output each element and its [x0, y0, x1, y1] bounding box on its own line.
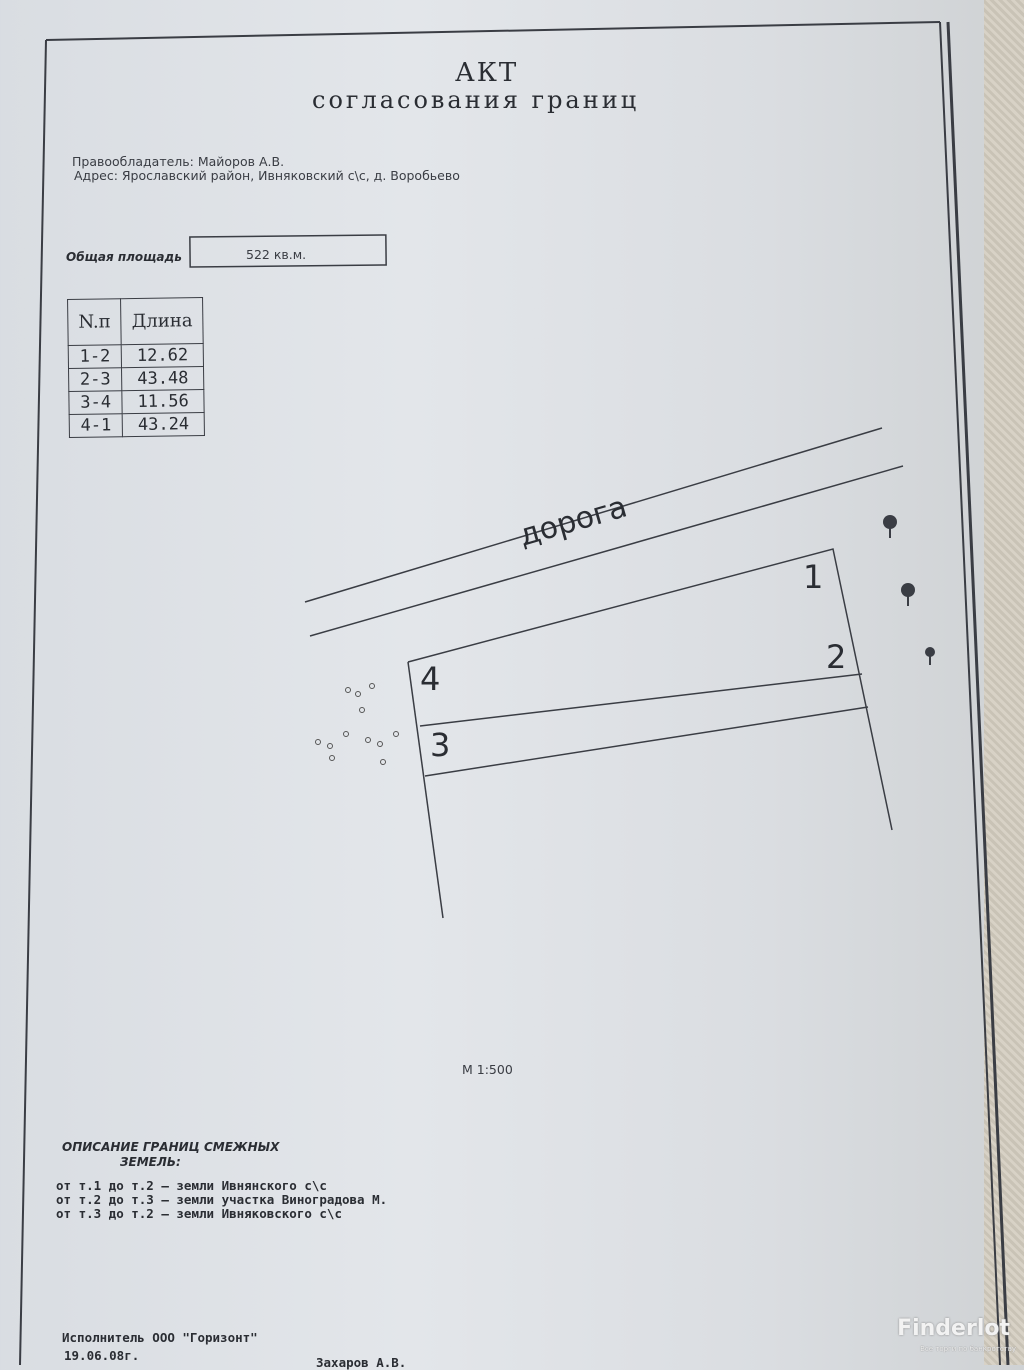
point-4: 4: [420, 660, 441, 698]
owner-line: Правообладатель: Майоров А.В.: [72, 154, 285, 169]
adjacent-line: от т.2 до т.3 – земли участка Виноградов…: [56, 1192, 388, 1207]
shrub-symbols: [315, 683, 399, 765]
frame-right: [939, 21, 1001, 1365]
area-value: 522 кв.м.: [246, 247, 307, 262]
date: 19.06.08г.: [64, 1348, 140, 1363]
document-title: АКТ: [455, 58, 519, 88]
watermark-brand: Finderlot: [897, 1316, 1010, 1341]
adjacent-line: от т.3 до т.2 – земли Ивняковского с\с: [56, 1206, 342, 1221]
frame-top: [45, 21, 941, 41]
adjacent-line: от т.1 до т.2 – земли Ивнянского с\с: [56, 1178, 327, 1193]
adjacent-heading-1: ОПИСАНИЕ ГРАНИЦ СМЕЖНЫХ: [62, 1140, 280, 1154]
document-subtitle: согласования границ: [312, 86, 640, 114]
scale-label: М 1:500: [462, 1062, 513, 1077]
signer: Захаров А.В.: [316, 1355, 407, 1370]
address-line: Адрес: Ярославский район, Ивняковский с\…: [74, 168, 460, 183]
adjacent-heading-2: ЗЕМЕЛЬ:: [120, 1155, 181, 1169]
point-2: 2: [826, 638, 847, 676]
road-line-1: [304, 427, 883, 603]
point-1: 1: [803, 558, 824, 596]
tree-icons: [883, 515, 935, 665]
parcel-boundary: [407, 548, 893, 831]
col-header-length: Длина: [120, 297, 204, 345]
col-header-number: N.п: [67, 298, 122, 346]
point-3: 3: [430, 726, 451, 764]
road-line-2: [309, 465, 904, 637]
executor: Исполнитель ООО "Горизонт": [62, 1330, 258, 1345]
watermark-tagline: Все торги по банкротству: [920, 1345, 1016, 1353]
area-label: Общая площадь: [66, 250, 182, 264]
frame-left: [19, 39, 47, 1365]
area-box: [189, 234, 387, 268]
